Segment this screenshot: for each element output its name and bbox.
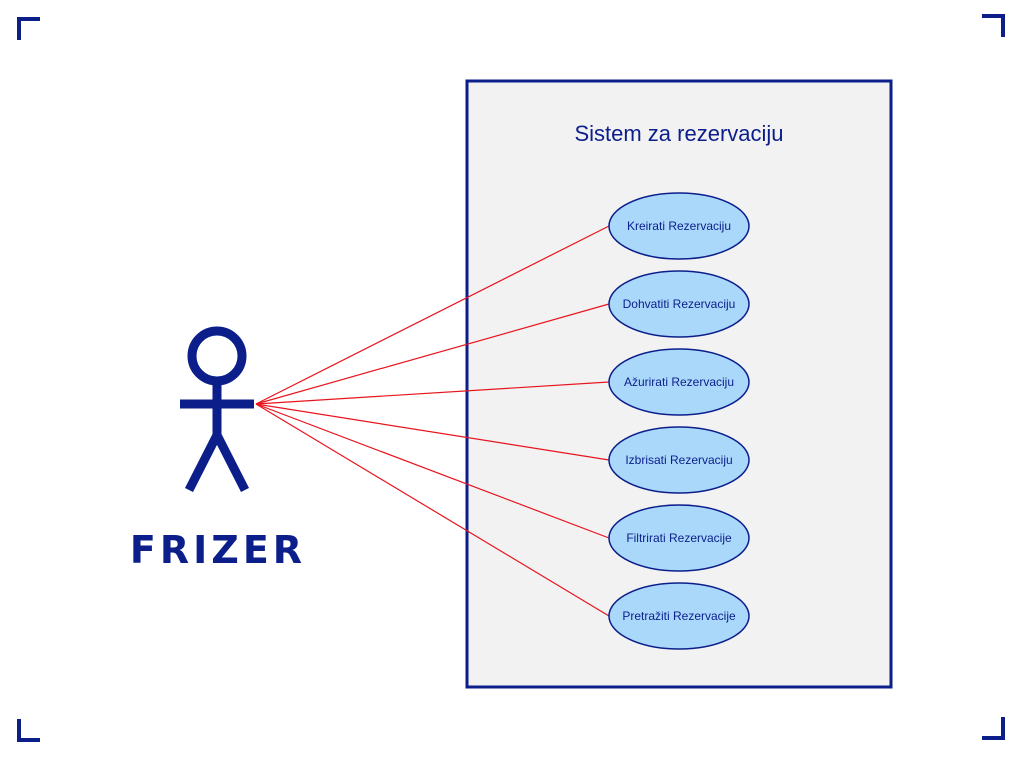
corner-mark-top-right — [982, 14, 1005, 37]
use-case-label: Kreirati Rezervaciju — [627, 219, 731, 233]
corner-marks — [17, 14, 1005, 742]
use-case-ellipse — [608, 426, 750, 494]
actor-head — [187, 326, 247, 386]
use-case-label: Izbrisati Rezervaciju — [625, 453, 732, 467]
corner-mark-bottom-left — [17, 719, 40, 742]
use-case[interactable]: Filtrirati Rezervacije — [608, 504, 750, 572]
use-case[interactable]: Kreirati Rezervaciju — [608, 192, 750, 260]
use-case-label: Dohvatiti Rezervaciju — [623, 297, 736, 311]
use-case-label: Ažurirati Rezervaciju — [624, 375, 734, 389]
association-line — [255, 225, 610, 405]
association-line — [255, 403, 610, 461]
actor-left-leg — [184, 432, 222, 493]
use-case[interactable]: Izbrisati Rezervaciju — [608, 426, 750, 494]
use-case[interactable]: Pretražiti Rezervacije — [608, 582, 750, 650]
use-case-ellipse — [608, 504, 750, 572]
use-case-ellipse — [608, 192, 750, 260]
system-title: Sistem za rezervaciju — [574, 121, 783, 146]
association-line — [255, 403, 610, 617]
actor-label: FRIZER — [130, 528, 306, 572]
use-case[interactable]: Ažurirati Rezervaciju — [608, 348, 750, 416]
use-case-label: Filtrirati Rezervacije — [626, 531, 732, 545]
actor-frizer[interactable] — [180, 326, 254, 493]
corner-mark-bottom-right — [982, 717, 1005, 740]
association-line — [255, 303, 610, 405]
use-case-ellipse — [608, 348, 750, 416]
association-lines — [255, 225, 610, 617]
use-case-ellipse — [608, 582, 750, 650]
association-line — [255, 403, 610, 539]
use-case[interactable]: Dohvatiti Rezervaciju — [608, 270, 750, 338]
corner-mark-top-left — [17, 17, 40, 40]
stick-figure-icon — [180, 326, 254, 493]
association-line — [255, 381, 610, 405]
use-case-ellipse — [608, 270, 750, 338]
use-case-label: Pretražiti Rezervacije — [622, 609, 736, 623]
actor-right-leg — [212, 432, 250, 493]
